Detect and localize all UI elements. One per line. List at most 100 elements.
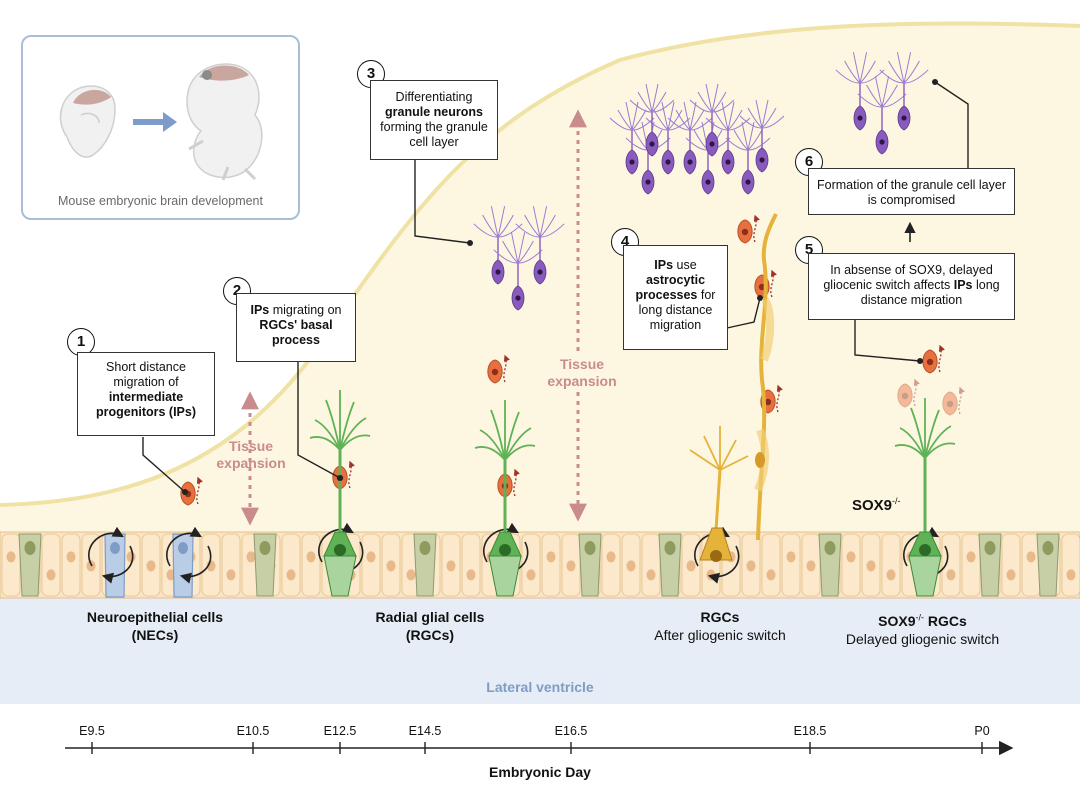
step-3-text: forming the granule cell layer [380,120,488,149]
step-4-text: use [673,258,697,272]
vz-cell-nucleus [146,560,156,572]
granule-neuron [515,206,565,285]
connector-3 [414,160,471,244]
vz-cell-nucleus [686,560,696,572]
vz-cell [41,533,61,597]
timeline-tick-label: E18.5 [793,724,827,738]
radial-glia-column [1036,533,1060,597]
step-2-text: RGCs' basal process [259,318,333,347]
vz-cell [1061,533,1080,597]
vz-cell [881,533,901,597]
intermediate-progenitor-cell [487,354,510,384]
vz-cell-nucleus [406,569,416,581]
radial-glia-column [818,533,842,597]
step-5-box: In absense of SOX9, delayed gliocenic sw… [808,253,1015,320]
cell-cycle-arrow [483,522,519,563]
radial-glia-nucleus [584,541,596,555]
embryo-icon [59,85,116,158]
vz-cell [841,533,861,597]
radial-glia-nucleus [419,541,431,555]
vz-cell [221,533,241,597]
lateral-ventricle-label: Lateral ventricle [486,679,594,695]
step-1-number: 1 [67,328,95,356]
vz-cell-nucleus [246,551,256,563]
granule-neuron [629,83,675,157]
granule-neuron [493,232,543,311]
vz-cell-nucleus [846,551,856,563]
inset-caption: Mouse embryonic brain development [58,194,263,208]
vz-cell-nucleus [386,560,396,572]
vz-cell [941,533,961,597]
timeline-tick-label: E12.5 [323,724,357,738]
astrocytic-process [754,213,778,541]
granule-neuron [725,121,771,195]
step-6-text: Formation of the granule cell layer is c… [817,178,1006,207]
timeline-tick-label: E10.5 [236,724,270,738]
vz-cell-nucleus [866,560,876,572]
vz-cell-nucleus [786,551,796,563]
step-4-text: astrocytic processes [635,273,706,302]
astrocytic-rgc [689,426,749,562]
radial-glia-column [413,533,437,597]
mouse-development-illustration [59,63,263,181]
timeline-axis-title: Embryonic Day [489,764,591,780]
granule-neuron [835,52,885,131]
radial-glia-column [18,533,42,597]
timeline-tick-label: E14.5 [408,724,442,738]
connector-6 [934,81,969,168]
vz-cell-nucleus [546,551,556,563]
radial-glia-nucleus [259,541,271,555]
vz-cell [641,533,661,597]
vz-cell-nucleus [706,569,716,581]
vz-cell-nucleus [1026,551,1036,563]
nec-label: Neuroepithelial cells(NECs) [86,609,224,643]
vz-cell-nucleus [6,551,16,563]
vz-cell-nucleus [466,569,476,581]
radial-glia-nucleus [24,541,36,555]
vz-cell-nucleus [606,551,616,563]
intermediate-progenitor-cell [942,386,965,416]
step-2-text: migrating on [269,303,342,317]
step-2-text: IPs [250,303,270,317]
granule-neuron [705,101,751,175]
step-1-text: Short distance migration of [106,360,186,389]
step-4-text: IPs [654,258,674,272]
step-3-box: Differentiating granule neurons forming … [370,80,498,160]
step-3-text: granule neurons [385,105,483,119]
vz-cell-nucleus [226,569,236,581]
tissue-edge [0,21,1080,507]
step-1-text: intermediate progenitors (IPs) [95,390,196,419]
granule-neuron [689,83,735,157]
cell-cycle-arrow [101,545,134,584]
lateral-ventricle-region [0,598,1080,704]
vz-cell [61,533,81,597]
vz-cell-nucleus [626,560,636,572]
mouse-pup-icon [186,63,263,181]
nec-nucleus [178,542,188,554]
granule-neuron [473,206,523,285]
radial-glia-nucleus [1042,541,1054,555]
intermediate-progenitor-cell [897,378,920,408]
radial-glia-column [578,533,602,597]
timeline-tick-label: E16.5 [554,724,588,738]
step-5-text: IPs [953,278,973,292]
cell-cycle-arrow [903,526,939,567]
vz-cell-nucleus [646,569,656,581]
vz-cell [1001,533,1021,597]
granule-neuron [609,101,655,175]
intermediate-progenitor-cell [922,344,945,374]
connector-1 [142,437,186,493]
step-6-box: Formation of the granule cell layer is c… [808,168,1015,215]
step-1-box: Short distance migration of intermediate… [77,352,215,436]
vz-cell-nucleus [126,551,136,563]
vz-cell [601,533,621,597]
timeline-ticks [91,742,983,754]
radial-glia-nucleus [824,541,836,555]
vz-cell-nucleus [46,569,56,581]
granule-neuron [857,76,907,155]
timeline-tick-label: P0 [974,724,990,738]
sox9-rgc-label: SOX9-/- RGCs Delayed gliogenic switch [845,612,1000,647]
granule-neuron [667,101,713,175]
vz-cell-nucleus [366,551,376,563]
